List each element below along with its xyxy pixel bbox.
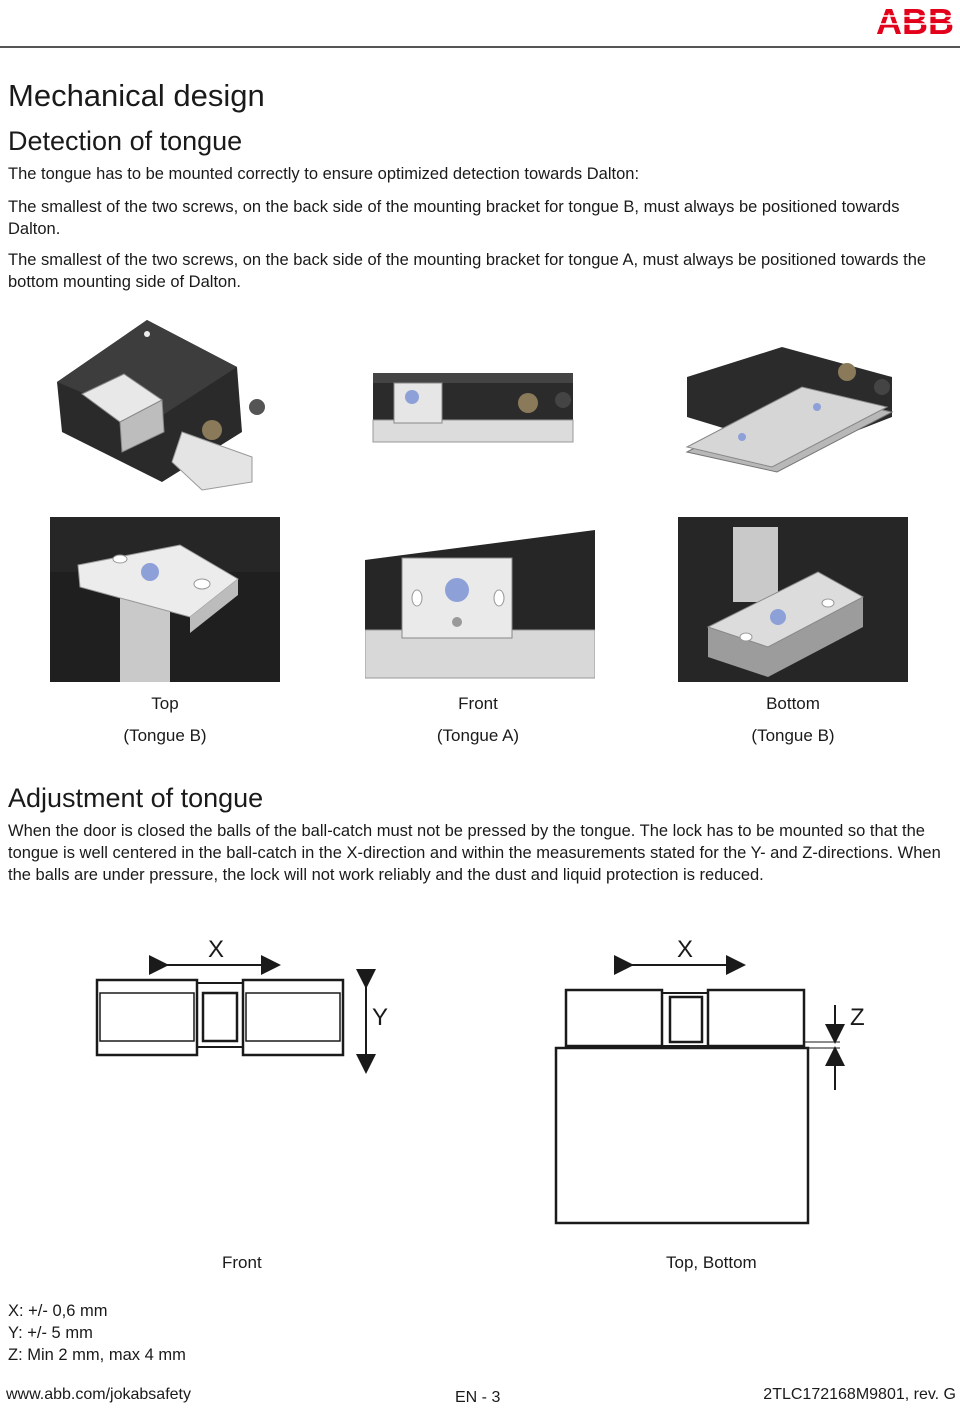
axis-label-x-front: X: [208, 936, 225, 963]
caption-top-tongue: (Tongue B): [123, 726, 207, 745]
svg-text:ABB: ABB: [876, 4, 954, 38]
axis-label-z: Z: [850, 1004, 865, 1031]
caption-bottom-view: Bottom: [766, 694, 820, 713]
detection-paragraph-2: The smallest of the two screws, on the b…: [8, 198, 900, 238]
product-image-front-overview: [368, 345, 578, 445]
axis-label-y-front: Y: [372, 1004, 389, 1031]
diagram-caption-top-bottom: Top, Bottom: [666, 1253, 757, 1272]
product-image-top-overview: [52, 312, 272, 494]
header-rule: [0, 46, 960, 48]
section-heading-adjustment: Adjustment of tongue: [8, 783, 264, 813]
closeup-image-front: [365, 520, 595, 680]
caption-front-view: Front: [458, 694, 498, 713]
closeup-image-bottom: [678, 517, 908, 682]
caption-front-tongue: (Tongue A): [436, 726, 520, 745]
closeup-image-top: [50, 517, 280, 682]
axis-label-x-top-bottom: X: [677, 936, 694, 963]
footer-doc-id: 2TLC172168M9801, rev. G: [763, 1386, 956, 1403]
product-image-bottom-overview: [682, 337, 910, 473]
caption-bottom-tongue: (Tongue B): [751, 726, 835, 745]
section-heading-detection: Detection of tongue: [8, 126, 243, 156]
caption-top-view: Top: [151, 694, 179, 713]
detection-paragraph-1: The tongue has to be mounted correctly t…: [8, 165, 640, 183]
adjustment-paragraph: When the door is closed the balls of the…: [8, 822, 941, 884]
tolerance-x: X: +/- 0,6 mm: [8, 1302, 108, 1320]
diagram-caption-front: Front: [222, 1253, 262, 1272]
page-title: Mechanical design: [8, 78, 265, 113]
tolerance-y: Y: +/- 5 mm: [8, 1324, 93, 1342]
detection-paragraph-3: The smallest of the two screws, on the b…: [8, 251, 927, 291]
footer-page-number: EN - 3: [455, 1389, 501, 1406]
diagram-front: [95, 955, 376, 1074]
diagram-top-bottom: [554, 955, 845, 1225]
footer-website-link[interactable]: www.abb.com/jokabsafety: [6, 1386, 191, 1403]
tolerance-z: Z: Min 2 mm, max 4 mm: [8, 1346, 186, 1364]
abb-logo: ABB: [874, 4, 956, 38]
